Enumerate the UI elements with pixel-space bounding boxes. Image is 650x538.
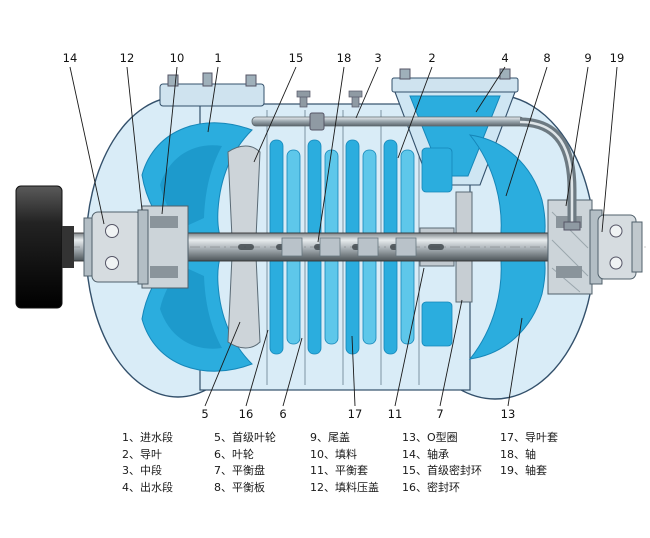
- bearing-ball: [105, 256, 119, 270]
- bearing-ball: [609, 256, 623, 270]
- legend-column: 9、尾盖 10、填料 11、平衡套 12、填料压盖: [310, 430, 402, 496]
- callout-number: 6: [279, 407, 286, 421]
- callout-number: 11: [388, 407, 403, 421]
- legend-item: 14、轴承: [402, 447, 449, 461]
- legend-item: 7、平衡盘: [214, 464, 265, 477]
- legend-column: 1、进水段 2、导叶 3、中段 4、出水段: [122, 430, 214, 496]
- packing: [150, 216, 178, 228]
- outlet-volute: [468, 134, 546, 360]
- legend-item: 3、中段: [122, 464, 162, 477]
- legend-item: 17、导叶套: [500, 431, 558, 444]
- callout-number: 12: [120, 51, 135, 65]
- legend-item: 9、尾盖: [310, 431, 350, 444]
- legend-item: 10、填料: [310, 447, 357, 461]
- legend-column: 13、O型圈 14、轴承 15、首级密封环 16、密封环: [402, 430, 500, 496]
- callout-number: 16: [239, 407, 254, 421]
- callout-numbers: 14 12 10 1 15 18 3 2 4 8 9 19 5 16 6 17 …: [63, 51, 625, 421]
- middle-stages: [269, 90, 415, 355]
- right-end-assembly: [547, 199, 643, 295]
- legend-item: 5、首级叶轮: [214, 431, 276, 444]
- callout-number: 4: [501, 51, 508, 65]
- legend-column: 17、导叶套 18、轴 19、轴套: [500, 430, 578, 496]
- callout-number: 1: [214, 51, 221, 65]
- left-bearing-assembly: [83, 205, 189, 289]
- legend-item: 16、密封环: [402, 480, 460, 494]
- legend-item: 15、首级密封环: [402, 464, 482, 477]
- legend-item: 13、O型圈: [402, 431, 458, 444]
- first-stage-impeller: [227, 145, 261, 349]
- callout-number: 10: [170, 51, 185, 65]
- legend-item: 19、轴套: [500, 464, 547, 477]
- bearing-ball: [105, 224, 119, 238]
- end-cap: [631, 221, 643, 273]
- impeller-hubs: [281, 237, 417, 257]
- legend-column: 5、首级叶轮 6、叶轮 7、平衡盘 8、平衡板: [214, 430, 310, 496]
- parts-legend: 1、进水段 2、导叶 3、中段 4、出水段 5、首级叶轮 6、叶轮 7、平衡盘 …: [122, 430, 578, 496]
- leader-lines: [69, 66, 618, 407]
- callout-number: 7: [436, 407, 443, 421]
- legend-item: 1、进水段: [122, 431, 173, 444]
- callout-number: 17: [348, 407, 363, 421]
- legend-item: 18、轴: [500, 447, 536, 461]
- legend-item: 12、填料压盖: [310, 480, 379, 494]
- callout-number: 3: [374, 51, 381, 65]
- callout-number: 19: [610, 51, 625, 65]
- packing: [150, 266, 178, 278]
- legend-item: 8、平衡板: [214, 480, 265, 494]
- legend-item: 2、导叶: [122, 447, 162, 461]
- callout-number: 9: [584, 51, 591, 65]
- legend-item: 11、平衡套: [310, 464, 368, 477]
- bearing-ball: [609, 224, 623, 238]
- inlet-flange: [159, 72, 265, 107]
- callout-number: 8: [543, 51, 550, 65]
- callout-number: 14: [63, 51, 78, 65]
- callout-number: 5: [201, 407, 208, 421]
- callout-number: 15: [289, 51, 304, 65]
- legend-item: 4、出水段: [122, 480, 173, 494]
- packing: [556, 266, 582, 278]
- coupling: [15, 185, 74, 309]
- callout-number: 18: [337, 51, 352, 65]
- packing-gland: [137, 209, 149, 285]
- balance-pipe: [251, 112, 581, 231]
- callout-number: 2: [428, 51, 435, 65]
- callout-number: 13: [501, 407, 516, 421]
- legend-item: 6、叶轮: [214, 447, 254, 461]
